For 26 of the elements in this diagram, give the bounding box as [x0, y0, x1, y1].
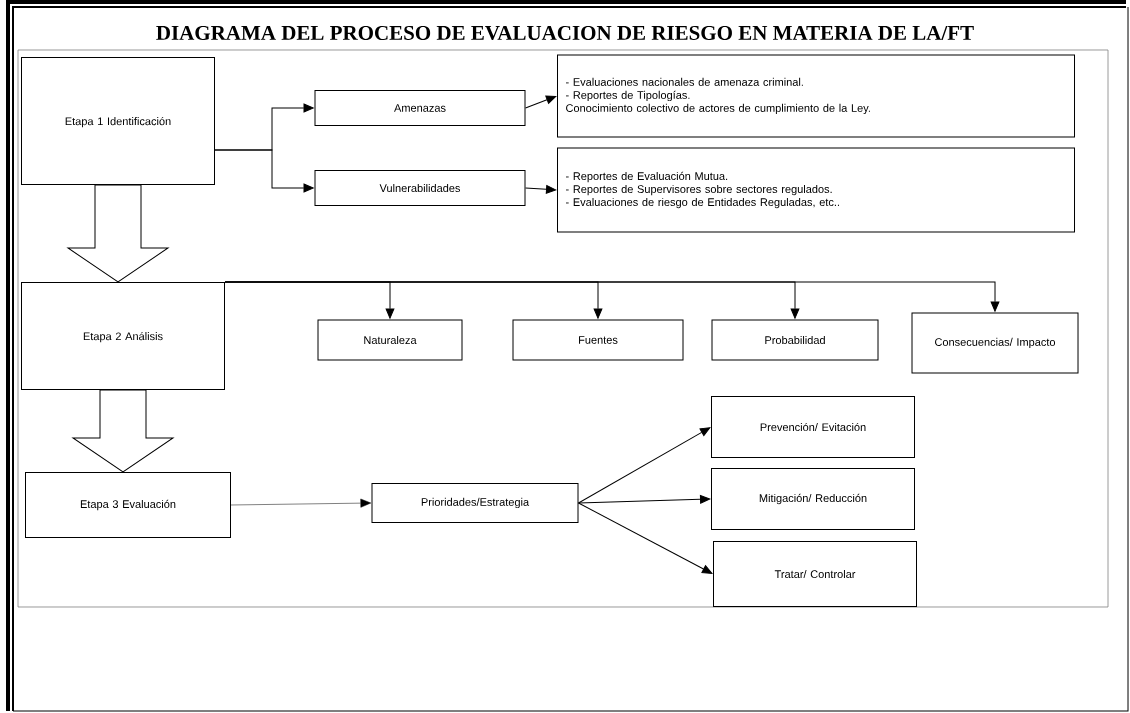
process-box: Mitigación/ Reducción — [711, 468, 915, 530]
arrow — [230, 498, 372, 508]
block-arrow — [72, 389, 174, 473]
process-box: Consecuencias/ Impacto — [911, 312, 1079, 374]
arrow — [224, 281, 1000, 312]
arrow — [578, 427, 711, 504]
info-box: - Evaluaciones nacionales de amenaza criminal. - Reportes de Tipologías. Conocimiento colectivo de actores de cumplimiento de la Ley. — [557, 54, 1075, 138]
process-box: Probabilidad — [711, 319, 879, 361]
stage-box: Etapa 2 Análisis — [21, 282, 225, 390]
arrow — [578, 494, 711, 504]
title: DIAGRAMA DEL PROCESO DE EVALUACION DE RIESGO EN MATERIA DE LA/FT — [156, 25, 974, 41]
process-box: Naturaleza — [317, 319, 463, 361]
process-box: Vulnerabilidades — [314, 170, 526, 206]
block-arrow — [67, 184, 169, 283]
process-box: Tratar/ Controlar — [713, 541, 917, 607]
process-box: Prioridades/Estrategia — [371, 483, 579, 523]
arrow — [578, 502, 713, 574]
process-box: Amenazas — [314, 90, 526, 126]
arrow — [214, 149, 314, 193]
info-box: - Reportes de Evaluación Mutua. - Reportes de Supervisores sobre sectores regulados. - Evaluaciones de riesgo de Entidades Reguladas, etc.. — [557, 147, 1075, 233]
process-box: Fuentes — [512, 319, 684, 361]
arrow — [525, 95, 557, 109]
stage-box: Etapa 1 Identificación — [21, 57, 215, 185]
process-box: Prevención/ Evitación — [711, 396, 915, 458]
process-box: Etapa 3 Evaluación — [25, 472, 231, 538]
arrow — [525, 184, 557, 194]
